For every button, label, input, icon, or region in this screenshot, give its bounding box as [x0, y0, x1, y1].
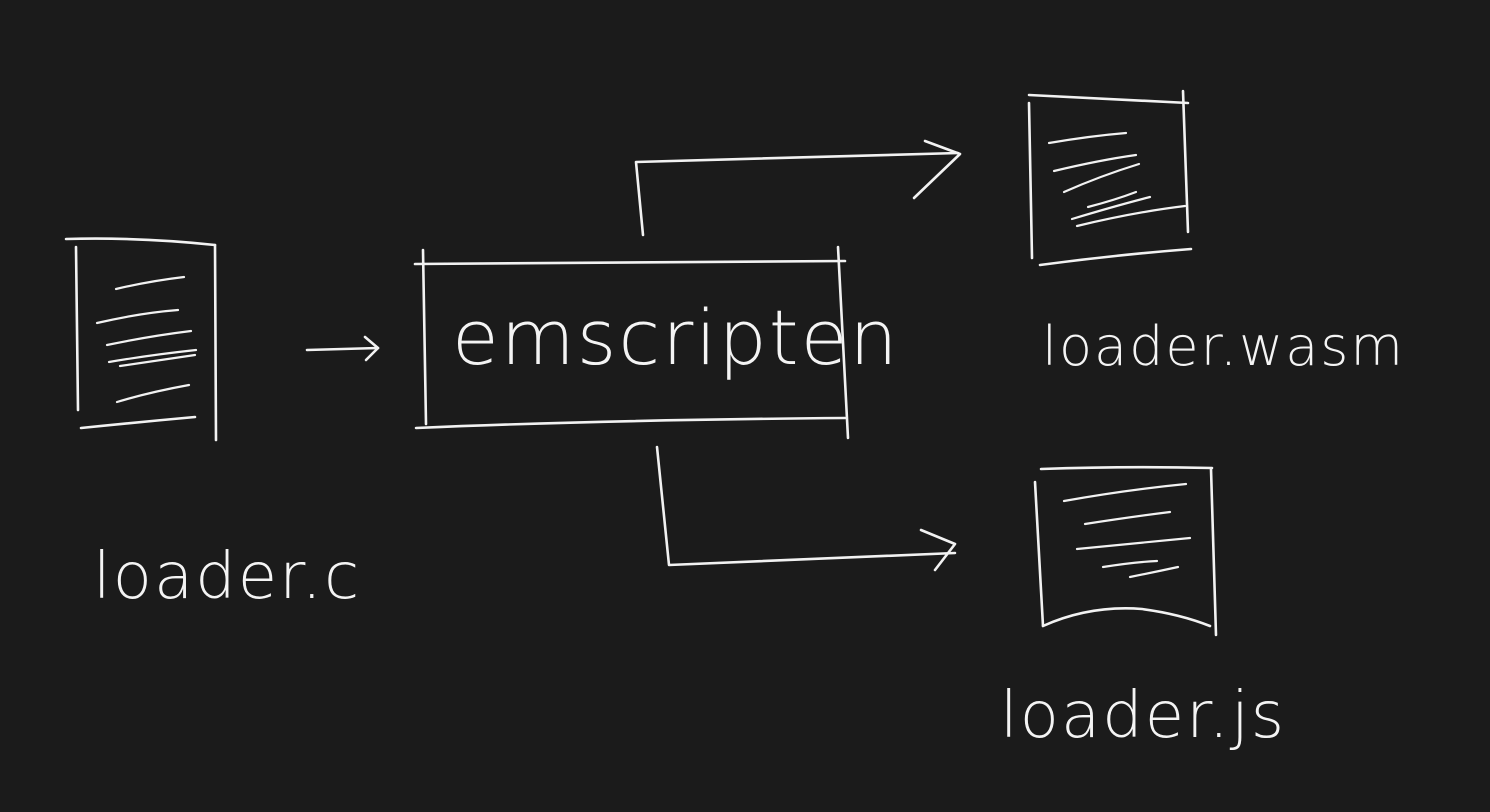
source-file-node: loader.c — [64, 237, 361, 614]
compiler-box — [413, 245, 850, 440]
wasm-output-node: loader.wasm — [1027, 89, 1405, 378]
source-file-label: loader.c — [93, 540, 361, 614]
file-icon — [1033, 465, 1218, 637]
compiler-label: emscripten — [452, 293, 900, 382]
compiler-node: emscripten — [413, 245, 900, 440]
js-output-node: loader.js — [1000, 465, 1286, 753]
arrow-to-compiler — [305, 335, 380, 362]
js-output-label: loader.js — [1000, 679, 1286, 753]
arrow-to-js — [655, 445, 957, 572]
arrow-to-wasm — [634, 139, 962, 237]
file-icon — [64, 237, 218, 442]
file-icon — [1027, 89, 1193, 267]
wasm-output-label: loader.wasm — [1042, 315, 1405, 378]
